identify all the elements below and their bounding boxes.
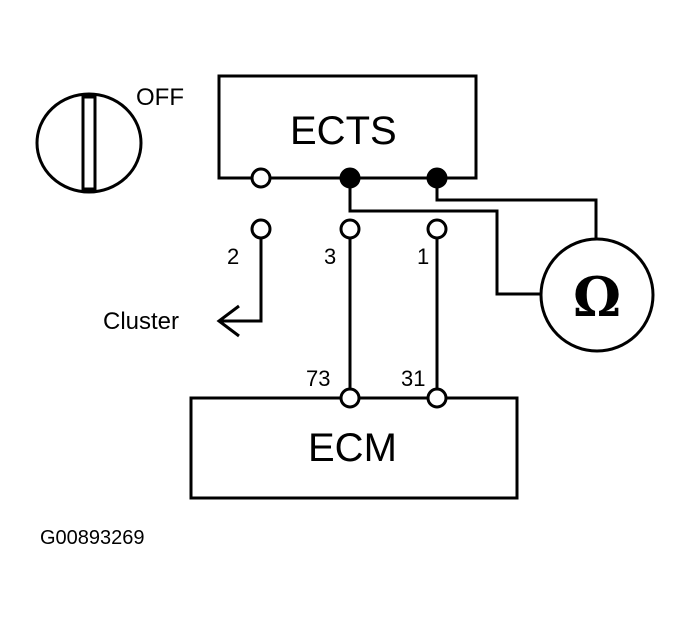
connector-pin-1 [426,218,448,240]
pin-label-1: 1 [417,244,429,269]
ecm-pin-73 [339,387,361,409]
meter-lead-right [435,187,598,241]
ecm-pin-label-31: 31 [401,366,425,391]
connector-pin-2 [250,218,272,240]
cluster-label: Cluster [103,308,179,335]
pin-label-2: 2 [227,244,239,269]
ects-label: ECTS [290,109,397,153]
switch-state-label: OFF [136,84,184,111]
ects-terminal-probe-right [426,167,448,189]
ecm-label: ECM [308,426,397,470]
ects-terminal-open [250,167,272,189]
ecm-pin-31 [426,387,448,409]
wire-pin2-to-cluster [220,238,263,323]
ects-terminal-probe-left [339,167,361,189]
pin-label-3: 3 [324,244,336,269]
ohmmeter-icon [539,237,655,353]
figure-code: G00893269 [40,527,145,549]
ignition-switch-icon [35,92,143,194]
ecm-pin-label-73: 73 [306,366,330,391]
meter-lead-left [348,187,541,296]
ohm-symbol: Ω [573,265,621,329]
cluster-arrow-icon [216,304,240,338]
connector-pin-3 [339,218,361,240]
